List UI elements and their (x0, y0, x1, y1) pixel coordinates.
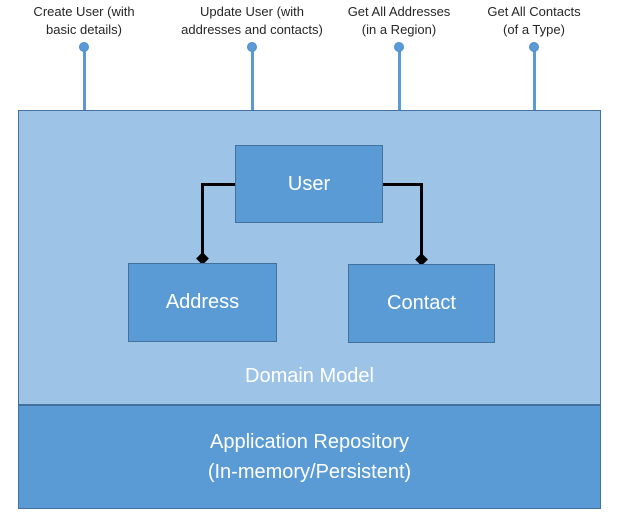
callout-update-user-label: Update User (with addresses and contacts… (181, 3, 323, 39)
address-box: Address (128, 263, 277, 342)
callout-line1: Get All Contacts (487, 4, 581, 19)
callout-pin-line (82, 50, 86, 110)
callout-line1: Get All Addresses (347, 4, 451, 19)
callout-create-user-label: Create User (with basic details) (33, 3, 134, 39)
callout-line1: Create User (with (33, 4, 135, 19)
contact-box: Contact (348, 264, 495, 343)
callout-line2: (in a Region) (361, 22, 437, 37)
callout-pin-line (250, 50, 254, 110)
contact-box-label: Contact (387, 292, 456, 314)
callout-pin-line (397, 50, 401, 110)
user-contact-connector-horizontal (383, 183, 423, 186)
user-contact-connector-vertical (420, 183, 423, 257)
callout-get-contacts-label: Get All Contacts (of a Type) (487, 3, 580, 39)
callout-line2: (of a Type) (503, 22, 565, 37)
repository-label-line1: Application Repository (210, 431, 409, 453)
address-box-label: Address (165, 291, 240, 313)
user-address-connector-horizontal (201, 183, 235, 186)
callout-pin-dot (529, 42, 539, 52)
application-repository-band: Application Repository (In-memory/Persis… (18, 405, 601, 509)
user-box: User (235, 145, 383, 223)
callout-pin-dot (394, 42, 404, 52)
callout-line1: Update User (with (199, 4, 305, 19)
user-box-label: User (287, 172, 331, 195)
callout-pin-dot (79, 42, 89, 52)
callout-get-addresses-label: Get All Addresses (in a Region) (348, 3, 451, 39)
user-address-connector-vertical (201, 183, 204, 256)
callout-pin-dot (247, 42, 257, 52)
repository-label-line2: (In-memory/Persistent) (207, 461, 412, 483)
callout-line2: basic details) (46, 22, 122, 37)
callout-pin-line (532, 50, 536, 110)
domain-model-label: Domain Model (245, 365, 374, 387)
callout-line2: addresses and contacts) (181, 22, 323, 37)
